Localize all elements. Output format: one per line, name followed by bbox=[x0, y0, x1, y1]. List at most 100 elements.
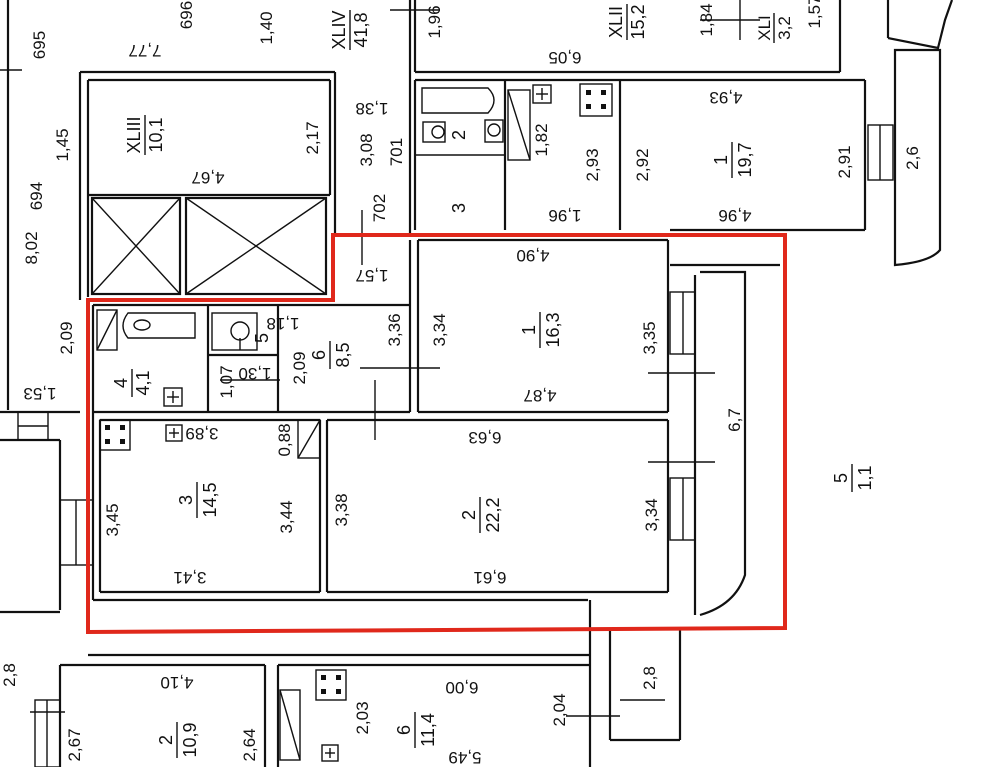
svg-text:XLIV: XLIV bbox=[329, 10, 349, 49]
dim-3-08: 3,08 bbox=[357, 133, 376, 166]
svg-text:XLII: XLII bbox=[606, 6, 626, 38]
svg-text:6: 6 bbox=[394, 725, 414, 735]
dim-4-96: 4,96 bbox=[718, 206, 751, 225]
dim-2-91: 2,91 bbox=[835, 145, 854, 178]
svg-text:3: 3 bbox=[176, 495, 196, 505]
dim-1-96-mid: 1,96 bbox=[548, 206, 581, 225]
dim-7-77: 7,77 bbox=[128, 41, 161, 60]
dim-6-05: 6,05 bbox=[548, 48, 581, 67]
svg-text:1: 1 bbox=[711, 155, 731, 165]
dim-6-7: 6,7 bbox=[725, 408, 744, 432]
svg-text:1: 1 bbox=[519, 325, 539, 335]
dim-3-34-top: 3,34 bbox=[430, 313, 449, 346]
dim-2-03: 2,03 bbox=[353, 701, 372, 734]
svg-text:41,8: 41,8 bbox=[351, 12, 371, 47]
dim-695: 695 bbox=[30, 31, 49, 59]
room-n1-label: 1 19,7 bbox=[711, 142, 755, 178]
dim-3-44: 3,44 bbox=[277, 500, 296, 533]
dim-2-67: 2,67 bbox=[65, 728, 84, 761]
dim-1-07: 1,07 bbox=[217, 365, 236, 398]
svg-text:1,1: 1,1 bbox=[855, 465, 875, 490]
dim-1-38: 1,38 bbox=[355, 99, 388, 118]
dim-3-34-bottom: 3,34 bbox=[642, 498, 661, 531]
dim-4-90: 4,90 bbox=[516, 246, 549, 265]
dim-6-00: 6,00 bbox=[445, 678, 478, 697]
elevator-shaft-left bbox=[90, 196, 182, 296]
dim-2-8-left: 2,8 bbox=[0, 663, 19, 687]
svg-text:11,4: 11,4 bbox=[418, 713, 438, 747]
svg-text:16,3: 16,3 bbox=[543, 312, 563, 347]
room-6-label: 6 8,5 bbox=[309, 341, 353, 369]
dim-1-30: 1,30 bbox=[238, 364, 271, 383]
room-xliv-label: XLIV 41,8 bbox=[329, 10, 371, 50]
dim-702: 702 bbox=[370, 194, 389, 222]
dim-6-61: 6,61 bbox=[473, 568, 506, 587]
dim-3-89: 3,89 bbox=[185, 424, 218, 443]
dim-2-09-left: 2,09 bbox=[57, 321, 76, 354]
svg-text:6: 6 bbox=[309, 350, 329, 360]
dim-1-84: 1,84 bbox=[697, 3, 716, 36]
svg-text:XLIII: XLIII bbox=[124, 116, 144, 153]
dim-3-45: 3,45 bbox=[103, 503, 122, 536]
svg-text:14,5: 14,5 bbox=[200, 482, 220, 517]
svg-text:19,7: 19,7 bbox=[735, 142, 755, 177]
dim-3-36: 3,36 bbox=[385, 313, 404, 346]
dim-2-93: 2,93 bbox=[583, 148, 602, 181]
svg-text:2: 2 bbox=[459, 510, 479, 520]
svg-text:2: 2 bbox=[156, 735, 176, 745]
dim-6-63: 6,63 bbox=[468, 428, 501, 447]
dim-3-41: 3,41 bbox=[173, 568, 206, 587]
dim-701: 701 bbox=[387, 138, 406, 166]
svg-text:8,5: 8,5 bbox=[333, 342, 353, 367]
dim-1-57-top: 1,57 bbox=[805, 0, 824, 29]
room-n2-label: 2 bbox=[449, 130, 469, 140]
svg-text:XLI: XLI bbox=[755, 15, 774, 41]
dim-2-92: 2,92 bbox=[633, 148, 652, 181]
dim-2-8-right: 2,8 bbox=[640, 666, 659, 690]
dim-3-38: 3,38 bbox=[332, 493, 351, 526]
room-1-label: 1 16,3 bbox=[519, 312, 563, 348]
room-xli-label: XLI 3,2 bbox=[755, 13, 794, 43]
room-2-label: 2 22,2 bbox=[459, 497, 503, 533]
dim-3-35: 3,35 bbox=[640, 321, 659, 354]
dim-4-87: 4,87 bbox=[523, 386, 556, 405]
dim-4-10: 4,10 bbox=[160, 673, 193, 692]
dim-8-02: 8,02 bbox=[22, 231, 41, 264]
elevator-shaft-right bbox=[184, 196, 328, 296]
room-xlii-label: XLII 15,2 bbox=[606, 4, 648, 40]
room-n3-label: 3 bbox=[449, 203, 469, 213]
dim-2-04: 2,04 bbox=[550, 693, 569, 726]
svg-text:10,9: 10,9 bbox=[180, 722, 200, 757]
room-5b-label: 5 1,1 bbox=[831, 464, 875, 492]
svg-text:3,2: 3,2 bbox=[775, 16, 794, 40]
dim-2-64: 2,64 bbox=[240, 728, 259, 761]
dim-1-96-top: 1,96 bbox=[425, 5, 444, 38]
dim-4-67: 4,67 bbox=[191, 168, 224, 187]
room-4-label: 4 4,1 bbox=[111, 369, 153, 397]
dim-5-49: 5,49 bbox=[448, 748, 481, 767]
dim-2-6: 2,6 bbox=[903, 146, 922, 170]
dim-1-18: 1,18 bbox=[266, 314, 299, 333]
svg-text:15,2: 15,2 bbox=[628, 4, 648, 39]
dim-694: 694 bbox=[27, 182, 46, 210]
room-5-label: 5 bbox=[252, 333, 272, 343]
dim-2-09-mid: 2,09 bbox=[290, 351, 309, 384]
dim-2-17: 2,17 bbox=[303, 121, 322, 154]
room-s2-label: 2 10,9 bbox=[156, 722, 200, 758]
svg-text:3: 3 bbox=[449, 203, 469, 213]
room-xliii-label: XLIII 10,1 bbox=[124, 115, 166, 155]
room-3-label: 3 14,5 bbox=[176, 482, 220, 518]
svg-text:22,2: 22,2 bbox=[483, 497, 503, 532]
room-s6-label: 6 11,4 bbox=[394, 712, 438, 748]
svg-text:2: 2 bbox=[449, 130, 469, 140]
svg-text:4,1: 4,1 bbox=[133, 370, 153, 395]
svg-text:5: 5 bbox=[252, 333, 272, 343]
dim-1-40: 1,40 bbox=[257, 11, 276, 44]
apartment-highlight bbox=[86, 233, 787, 635]
dim-1-53: 1,53 bbox=[23, 384, 56, 403]
svg-text:4: 4 bbox=[111, 378, 131, 388]
dim-1-57-mid: 1,57 bbox=[355, 266, 388, 285]
dim-4-93: 4,93 bbox=[709, 88, 742, 107]
svg-text:5: 5 bbox=[831, 473, 851, 483]
